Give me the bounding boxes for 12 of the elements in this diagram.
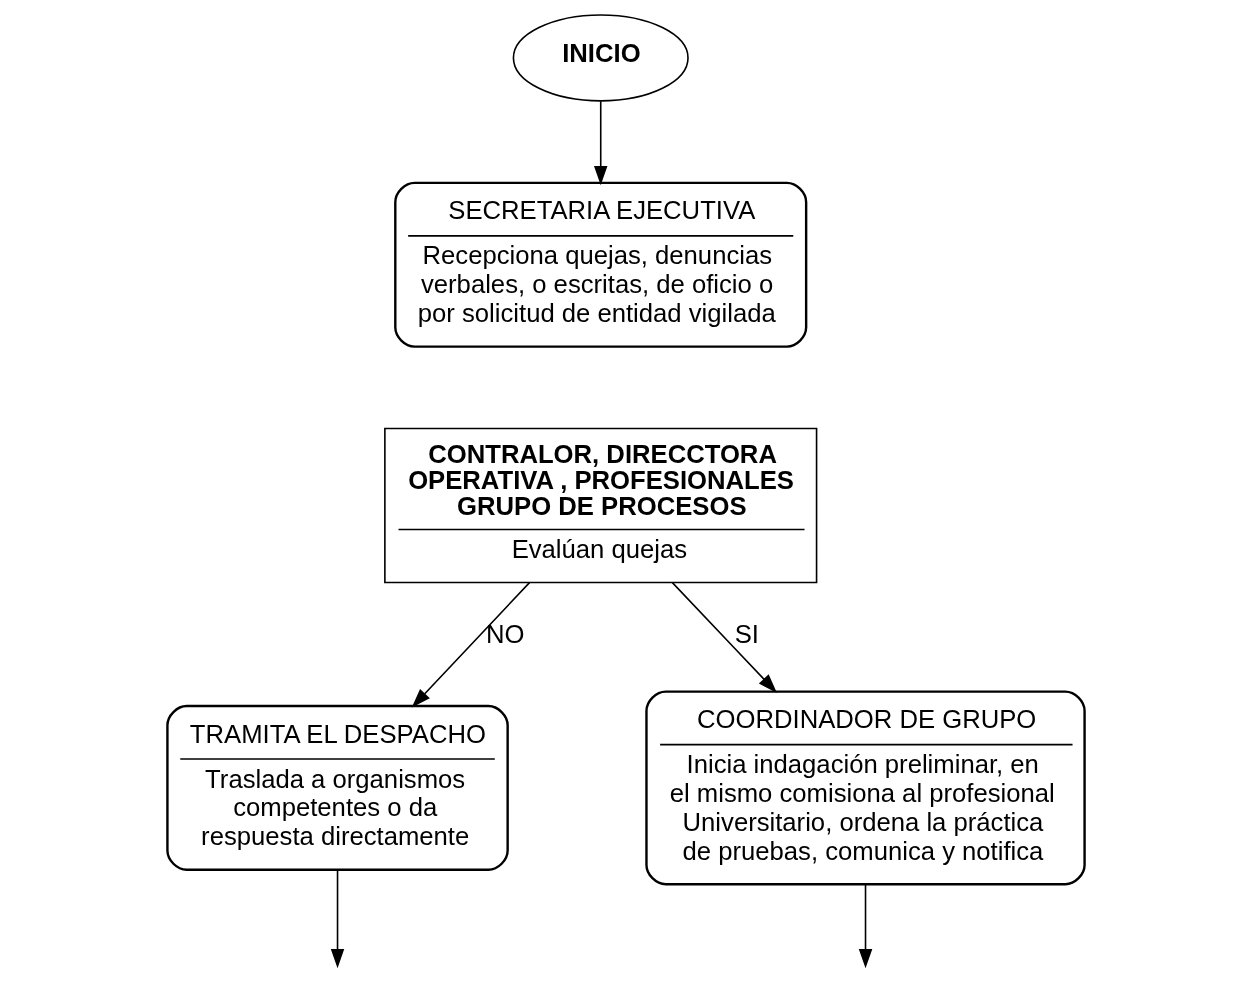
node-box: COORDINADOR DE GRUPO Inicia indagación preliminar, en el mismo comisiona al profesional Universitario, ordena la práctica de pruebas, comunica y notifica	[644, 690, 1086, 886]
arrow	[411, 581, 530, 708]
edge-label: SI	[734, 620, 759, 649]
arrow	[593, 100, 607, 186]
node-box: TRAMITA EL DESPACHO Traslada a organismos competentes o da respuesta directamente	[165, 704, 509, 871]
node-box: CONTRALOR, DIRECCTORA OPERATIVA , PROFESIONALES GRUPO DE PROCESOS Evalúan quejas	[383, 427, 817, 584]
edge-label: NO	[485, 620, 524, 649]
arrow	[858, 883, 872, 969]
node-ellipse: INICIO	[512, 14, 689, 102]
arrow	[671, 581, 777, 693]
arrow	[330, 869, 344, 969]
node-box: SECRETARIA EJECUTIVA Recepciona quejas, denuncias verbales, o escritas, de oficio o por solicitud de entidad vigilada	[393, 181, 807, 348]
